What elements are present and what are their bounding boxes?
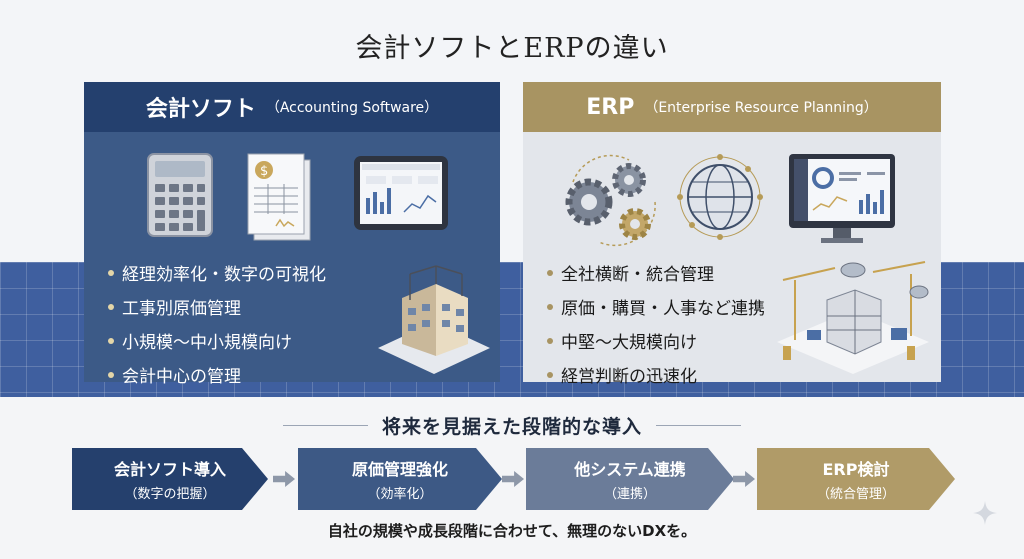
globe-network-icon <box>677 154 763 240</box>
calculator-icon <box>147 153 213 237</box>
construction-site-network-icon <box>777 261 929 374</box>
invoice-document-icon: $ <box>247 153 311 241</box>
bullet-dot-icon <box>547 303 553 310</box>
erp-panel: ERP （Enterprise Resource Planning） <box>523 82 941 387</box>
accounting-title: 会計ソフト <box>145 97 256 122</box>
accounting-panel: 会計ソフト （Accounting Software） $ <box>84 82 500 387</box>
erp-title: ERP <box>586 94 635 120</box>
accounting-panel-header: 会計ソフト （Accounting Software） <box>84 82 500 132</box>
erp-bullet-list: 全社横断・統合管理 原価・購買・人事など連携 中堅〜大規模向け 経営判断の迅速化 <box>547 260 765 396</box>
bullet-dot-icon <box>108 269 114 276</box>
bullet-dot-icon <box>108 303 114 310</box>
monitor-dashboard-icon <box>789 154 895 243</box>
list-item: 全社横断・統合管理 <box>547 260 765 285</box>
divider <box>282 424 368 426</box>
list-item: 中堅〜大規模向け <box>547 328 765 353</box>
roadmap-title: 将来を見据えた段階的な導入 <box>381 415 642 438</box>
roadmap-step-2: 原価管理強化 （効率化） <box>298 448 502 510</box>
list-item: 経理効率化・数字の可視化 <box>108 260 326 285</box>
erp-subtitle: （Enterprise Resource Planning） <box>644 100 878 116</box>
footer-message: 自社の規模や成長段階に合わせて、無理のないDXを。 <box>327 522 697 540</box>
list-item: 工事別原価管理 <box>108 294 326 319</box>
roadmap-step-4: ERP検討 （統合管理） <box>757 448 955 510</box>
roadmap-heading: 将来を見据えた段階的な導入 <box>0 410 1024 440</box>
list-item: 経営判断の迅速化 <box>547 362 765 387</box>
roadmap-step-1: 会計ソフト導入 （数字の把握） <box>72 448 268 510</box>
sparkle-icon <box>973 501 997 525</box>
accounting-icons: $ <box>84 152 500 252</box>
gears-icon <box>565 154 656 247</box>
page-title: 会計ソフトとERPの違い <box>355 33 669 64</box>
list-item: 原価・購買・人事など連携 <box>547 294 765 319</box>
accounting-subtitle: （Accounting Software） <box>265 100 439 116</box>
svg-text:$: $ <box>260 164 268 179</box>
list-item: 会計中心の管理 <box>108 362 326 387</box>
list-item: 小規模〜中小規模向け <box>108 328 326 353</box>
bullet-dot-icon <box>547 269 553 276</box>
bullet-dot-icon <box>547 371 553 378</box>
accounting-bullet-list: 経理効率化・数字の可視化 工事別原価管理 小規模〜中小規模向け 会計中心の管理 <box>108 260 326 396</box>
tablet-dashboard-icon <box>354 156 448 230</box>
bullet-dot-icon <box>547 337 553 344</box>
roadmap-step-3: 他システム連携 （連携） <box>526 448 734 510</box>
bullet-dot-icon <box>108 371 114 378</box>
erp-panel-header: ERP （Enterprise Resource Planning） <box>523 82 941 132</box>
divider <box>656 424 741 426</box>
erp-icons <box>523 152 941 252</box>
bullet-dot-icon <box>108 337 114 344</box>
building-under-construction-icon <box>378 265 490 374</box>
